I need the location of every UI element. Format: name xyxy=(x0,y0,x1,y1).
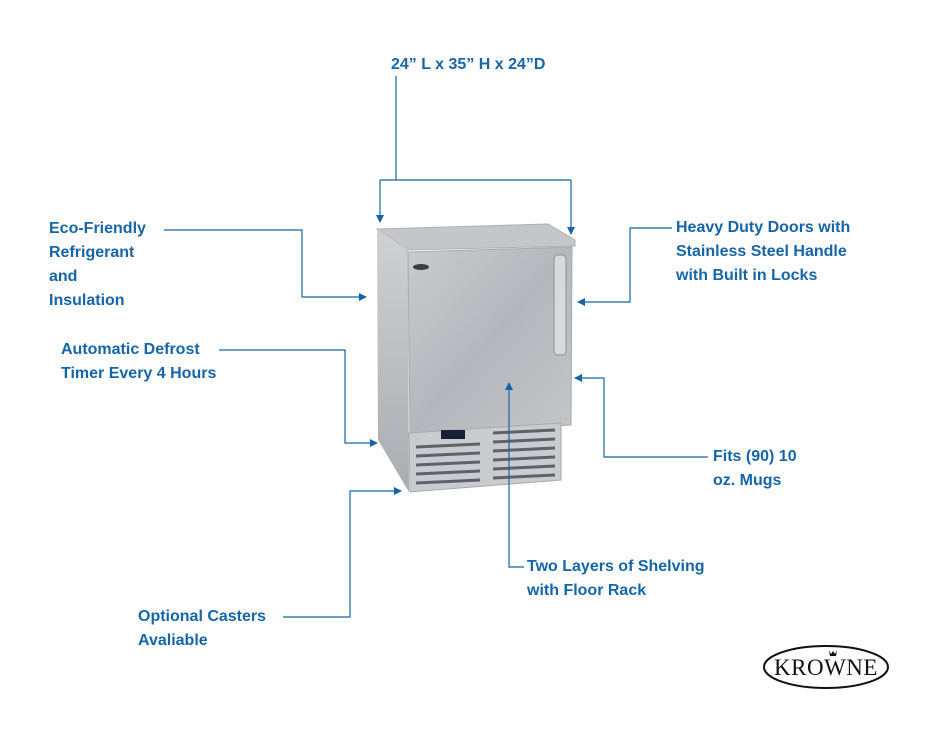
logo-text: KROWNE xyxy=(774,655,878,680)
callout-dimensions: 24” L x 35” H x 24”D xyxy=(391,53,545,77)
callout-doors: Heavy Duty Doors with Stainless Steel Ha… xyxy=(676,216,850,288)
callout-line: Heavy Duty Doors with xyxy=(676,219,851,236)
callout-line: Refrigerant xyxy=(49,244,135,261)
refrigerator-image xyxy=(375,223,576,493)
door-handle xyxy=(553,254,567,356)
callout-line: and xyxy=(49,268,78,285)
leader-shelving xyxy=(505,382,524,568)
krowne-logo: KROWNE xyxy=(762,644,890,690)
callout-line: with Built in Locks xyxy=(676,267,818,284)
leader-lines xyxy=(164,76,708,618)
door-badge xyxy=(413,264,429,270)
fridge-top xyxy=(375,223,576,251)
callout-line: oz. Mugs xyxy=(713,472,782,489)
callout-line: Timer Every 4 Hours xyxy=(61,365,217,382)
callout-casters: Optional Casters Avaliable xyxy=(138,605,266,653)
callout-line: Fits (90) 10 xyxy=(713,448,797,465)
callout-line: Insulation xyxy=(49,292,125,309)
callout-line: Automatic Defrost xyxy=(61,341,200,358)
callout-line: Stainless Steel Handle xyxy=(676,243,847,260)
fridge-side xyxy=(377,229,409,492)
callout-line: 24” L x 35” H x 24”D xyxy=(391,56,546,73)
leader-defrost xyxy=(219,349,378,447)
leader-dimensions xyxy=(380,76,571,181)
callout-line: Avaliable xyxy=(138,632,208,649)
control-panel xyxy=(441,430,465,439)
leader-doors xyxy=(577,227,672,306)
callout-mugs: Fits (90) 10 oz. Mugs xyxy=(713,445,797,493)
vent-grille xyxy=(415,428,556,485)
leader-mugs xyxy=(574,374,708,458)
fridge-door xyxy=(407,246,573,434)
callout-eco-friendly: Eco-Friendly Refrigerant and Insulation xyxy=(49,217,146,313)
callout-defrost: Automatic Defrost Timer Every 4 Hours xyxy=(61,338,216,386)
callout-line: Optional Casters xyxy=(138,608,267,625)
leader-casters xyxy=(283,487,402,618)
logo-oval xyxy=(763,645,889,689)
callout-line: Two Layers of Shelving xyxy=(527,558,705,575)
leader-eco xyxy=(164,229,367,301)
crown-icon xyxy=(829,650,837,656)
callout-line: Eco-Friendly xyxy=(49,220,146,237)
callout-line: with Floor Rack xyxy=(527,582,647,599)
callout-shelving: Two Layers of Shelving with Floor Rack xyxy=(527,555,705,603)
